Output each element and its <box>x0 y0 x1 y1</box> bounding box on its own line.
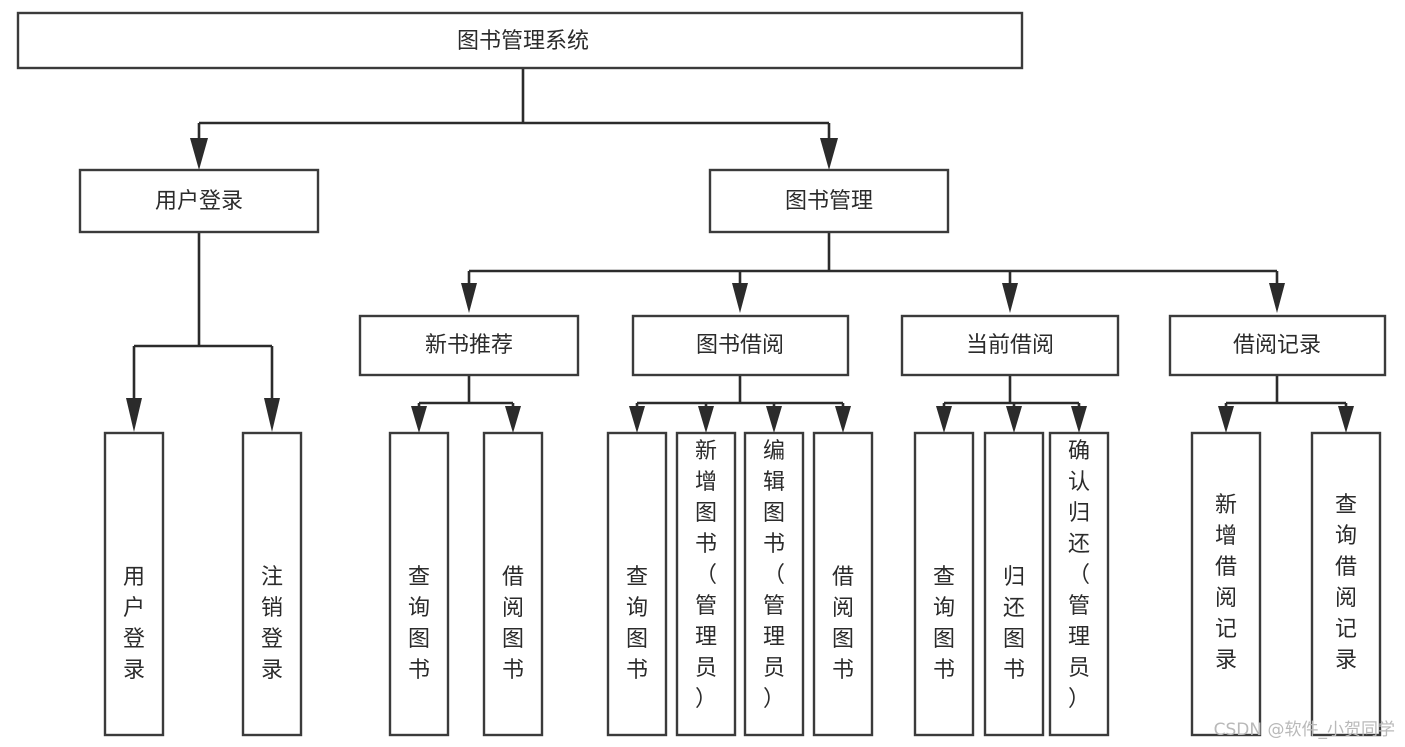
leaf-node[interactable]: 新增借阅记录 <box>1190 431 1262 737</box>
arrow-head-newbook-leaf-1 <box>411 406 427 433</box>
arrow-head-bookborrow-leaf-2 <box>698 406 714 433</box>
leaf-bookborrow-add-box[interactable] <box>675 431 737 737</box>
arrow-head-leaf-logout <box>264 398 280 432</box>
leaf-newbook-borrow-box[interactable] <box>482 431 544 737</box>
connectors-userlogin-to-leaves <box>126 232 280 432</box>
node-book-manage-label: 图书管理 <box>785 189 873 214</box>
node-current-borrow-label: 当前借阅 <box>966 333 1054 358</box>
leaf-currentborrow-query-label: 查询图书 <box>933 565 955 683</box>
leaf-newbook-query-box[interactable] <box>388 431 450 737</box>
node-book-borrow-box[interactable] <box>631 314 850 377</box>
leaf-currentborrow-confirm-box[interactable] <box>1048 431 1110 737</box>
node-root[interactable]: 图书管理系统 <box>16 11 1024 70</box>
node-borrow-record[interactable]: 借阅记录 <box>1168 314 1387 377</box>
arrow-head-user-login <box>190 138 208 170</box>
leaf-bookborrow-borrow-box[interactable] <box>812 431 874 737</box>
leaf-logout-box[interactable] <box>241 431 303 737</box>
node-book-borrow[interactable]: 图书借阅 <box>631 314 850 377</box>
arrow-head-newbook-leaf-2 <box>505 406 521 433</box>
leaf-borrowrecord-add-label: 新增借阅记录 <box>1215 493 1237 673</box>
leaf-node[interactable]: 查询图书 <box>388 431 450 737</box>
leaf-newbook-query-label: 查询图书 <box>408 565 430 683</box>
leaf-node[interactable]: 查询图书 <box>606 431 668 737</box>
arrow-head-bookborrow-leaf-1 <box>629 406 645 433</box>
connectors-newbook-to-leaves <box>411 375 521 433</box>
node-user-login-label: 用户登录 <box>155 189 243 214</box>
leaf-bookborrow-add-label: 新增图书（管理员） <box>695 439 717 712</box>
connectors-bookborrow-to-leaves <box>629 375 851 433</box>
leaf-borrowrecord-add-box[interactable] <box>1190 431 1262 737</box>
node-book-manage-box[interactable] <box>708 168 950 234</box>
leaf-currentborrow-return-box[interactable] <box>983 431 1045 737</box>
node-root-box[interactable] <box>16 11 1024 70</box>
arrow-head-currentborrow-leaf-1 <box>936 406 952 433</box>
node-borrow-record-label: 借阅记录 <box>1233 333 1321 358</box>
node-borrow-record-box[interactable] <box>1168 314 1387 377</box>
leaf-currentborrow-confirm-label: 确认归还（管理员） <box>1068 439 1090 712</box>
connectors-currentborrow-to-leaves <box>936 375 1087 433</box>
node-new-book-recommend[interactable]: 新书推荐 <box>358 314 580 377</box>
arrow-head-bookborrow-leaf-4 <box>835 406 851 433</box>
leaf-bookborrow-query-box[interactable] <box>606 431 668 737</box>
leaf-borrowrecord-query-box[interactable] <box>1310 431 1382 737</box>
leaf-newbook-borrow-label: 借阅图书 <box>502 565 524 683</box>
watermark-text: CSDN @软件_小贺同学 <box>1214 720 1395 740</box>
leaf-node[interactable]: 用户登录 <box>103 431 165 737</box>
node-root-label: 图书管理系统 <box>457 29 589 54</box>
node-current-borrow-box[interactable] <box>900 314 1120 377</box>
leaf-node[interactable]: 查询图书 <box>913 431 975 737</box>
leaf-bookborrow-edit-label: 编辑图书（管理员） <box>763 439 785 712</box>
leaf-user-login-box[interactable] <box>103 431 165 737</box>
arrow-head-borrowrecord-leaf-1 <box>1218 406 1234 433</box>
arrow-head-current-borrow <box>1002 283 1018 313</box>
arrow-head-currentborrow-leaf-3 <box>1071 406 1087 433</box>
connectors-root-to-level2 <box>190 68 838 170</box>
leaf-bookborrow-edit-box[interactable] <box>743 431 805 737</box>
leaf-node[interactable]: 查询借阅记录 <box>1310 431 1382 737</box>
leaf-node[interactable]: 确认归还（管理员） <box>1048 431 1110 737</box>
leaf-node[interactable]: 注销登录 <box>241 431 303 737</box>
leaf-user-login-label: 用户登录 <box>123 565 145 683</box>
leaf-logout-label: 注销登录 <box>261 565 283 683</box>
leaf-node[interactable]: 编辑图书（管理员） <box>743 431 805 737</box>
connectors-bookmanage-to-level3 <box>461 232 1285 313</box>
leaf-bookborrow-query-label: 查询图书 <box>626 565 648 683</box>
leaf-bookborrow-borrow-label: 借阅图书 <box>832 565 854 683</box>
arrow-head-currentborrow-leaf-2 <box>1006 406 1022 433</box>
node-current-borrow[interactable]: 当前借阅 <box>900 314 1120 377</box>
leaf-currentborrow-query-box[interactable] <box>913 431 975 737</box>
arrow-head-leaf-user-login <box>126 398 142 432</box>
node-new-book-recommend-label: 新书推荐 <box>425 333 513 358</box>
node-user-login-box[interactable] <box>78 168 320 234</box>
leaf-node[interactable]: 借阅图书 <box>812 431 874 737</box>
arrow-head-borrow-record <box>1269 283 1285 313</box>
leaf-node[interactable]: 新增图书（管理员） <box>675 431 737 737</box>
leaf-node[interactable]: 归还图书 <box>983 431 1045 737</box>
connectors-borrowrecord-to-leaves <box>1218 375 1354 433</box>
node-user-login[interactable]: 用户登录 <box>78 168 320 234</box>
leaf-node[interactable]: 借阅图书 <box>482 431 544 737</box>
arrow-head-new-book <box>461 283 477 313</box>
arrow-head-bookborrow-leaf-3 <box>766 406 782 433</box>
node-book-borrow-label: 图书借阅 <box>696 333 784 358</box>
node-new-book-recommend-box[interactable] <box>358 314 580 377</box>
leaf-borrowrecord-query-label: 查询借阅记录 <box>1335 493 1357 673</box>
arrow-head-book-manage <box>820 138 838 170</box>
leaf-currentborrow-return-label: 归还图书 <box>1003 565 1025 683</box>
node-book-manage[interactable]: 图书管理 <box>708 168 950 234</box>
arrow-head-book-borrow <box>732 283 748 313</box>
arrow-head-borrowrecord-leaf-2 <box>1338 406 1354 433</box>
